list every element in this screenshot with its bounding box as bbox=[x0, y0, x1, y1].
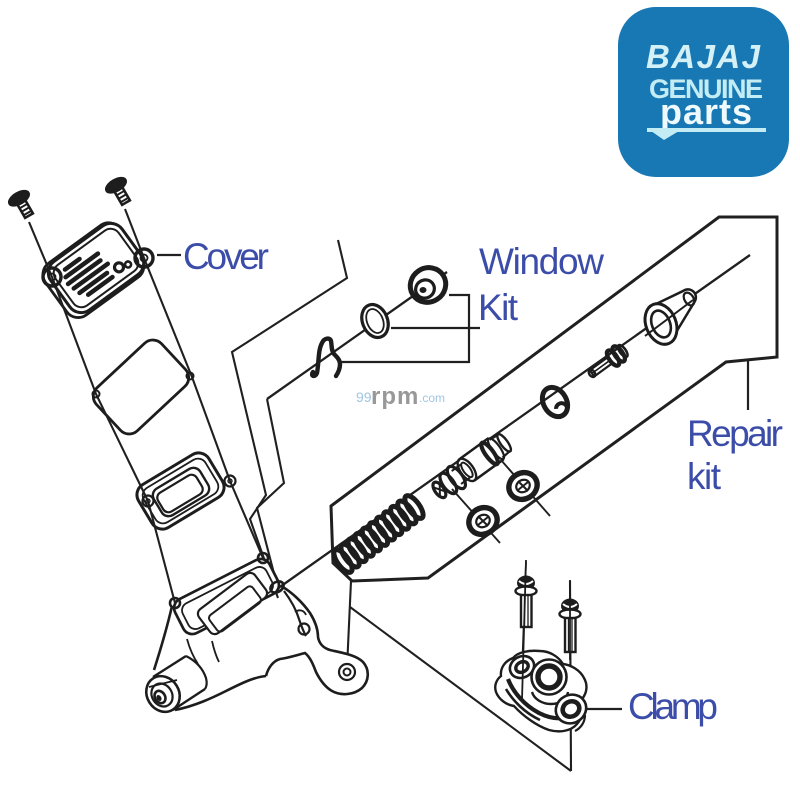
svg-text:.com: .com bbox=[419, 391, 445, 405]
svg-text:Window: Window bbox=[479, 241, 604, 282]
svg-text:Repair: Repair bbox=[687, 413, 783, 454]
svg-text:rpm: rpm bbox=[371, 383, 419, 410]
svg-text:Cover: Cover bbox=[183, 236, 269, 277]
svg-text:kit: kit bbox=[687, 456, 722, 497]
svg-text:Clamp: Clamp bbox=[628, 686, 718, 727]
svg-text:parts: parts bbox=[660, 91, 752, 132]
svg-text:99: 99 bbox=[356, 389, 372, 405]
svg-text:Kit: Kit bbox=[478, 287, 519, 328]
svg-text:BAJAJ: BAJAJ bbox=[646, 38, 761, 75]
svg-text:GENUINE: GENUINE bbox=[649, 74, 763, 104]
